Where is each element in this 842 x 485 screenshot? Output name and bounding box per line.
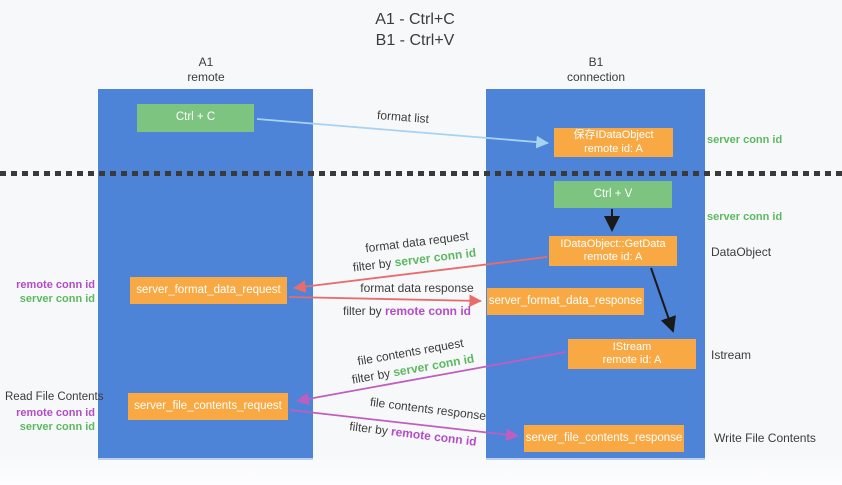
save-dataobject-line1: 保存IDataObject [573,129,654,141]
server-conn-id-mid-label: server conn id [707,211,783,223]
filter-by-prefix: filter by [350,365,395,387]
istream-box: IStream remote id: A [568,339,696,369]
format-response-arrow [288,294,482,308]
filter-by-prefix: filter by [352,255,396,275]
filter-by-prefix: filter by [348,419,393,439]
format-response-label: server_format_data_response [488,294,643,307]
write-file-contents-label: Write File Contents [714,431,816,445]
column-b-header: B1 connection [541,55,651,85]
file-request-box: server_file_contents_request [128,393,288,420]
filter-by-prefix: filter by [342,304,385,318]
left-format-conn-ids: remote conn id server conn id [5,279,95,306]
left-format-server-conn-id: server conn id [19,292,95,305]
file-contents-response-label: file contents response [369,394,487,424]
format-data-response-label: format data response [360,281,474,295]
istream-line2: remote id: A [602,354,662,366]
filter-remote-conn-id: remote conn id [390,424,478,449]
format-request-box: server_format_data_request [130,277,287,304]
server-conn-id-top-label: server conn id [707,134,783,146]
left-format-remote-conn-id: remote conn id [16,279,95,291]
read-file-contents-label: Read File Contents [5,391,104,403]
column-b-name: B1 [588,55,604,69]
file-response-filter-label: filter by remote conn id [343,419,484,450]
left-file-remote-conn-id: remote conn id [16,407,95,419]
column-b-subtitle: connection [566,70,626,84]
title-line-1: A1 - Ctrl+C [375,11,455,28]
title-line-2: B1 - Ctrl+V [375,32,455,49]
getdata-box: IDataObject::GetData remote id: A [549,236,677,266]
istream-line1: IStream [612,340,652,353]
getdata-line2: remote id: A [583,251,643,263]
column-a-header: A1 remote [151,55,261,85]
format-response-filter-label: filter by remote conn id [337,304,477,318]
ctrl-c-box: Ctrl + C [137,104,254,132]
left-file-server-conn-id: server conn id [19,420,95,433]
getdata-line1: IDataObject::GetData [560,237,666,250]
filter-remote-conn-id: remote conn id [385,304,472,318]
file-response-box: server_file_contents_response [524,425,684,452]
save-dataobject-line2: remote id: A [584,142,643,155]
format-response-box: server_format_data_response [487,288,644,315]
dashed-separator [0,171,842,176]
column-a-subtitle: remote [187,70,225,84]
ctrl-v-box: Ctrl + V [554,181,672,208]
ctrl-c-label: Ctrl + C [175,111,216,124]
diagram-title: A1 - Ctrl+C B1 - Ctrl+V [310,9,520,51]
save-dataobject-box: 保存IDataObject remote id: A [554,128,673,157]
format-request-label: server_format_data_request [136,283,281,296]
file-response-label: server_file_contents_response [525,431,683,444]
dataobject-label: DataObject [711,245,772,259]
column-a-name: A1 [198,55,214,69]
format-list-label: format list [376,107,430,127]
ctrl-v-label: Ctrl + V [593,187,633,200]
istream-side-label: Istream [711,348,752,362]
file-request-label: server_file_contents_request [134,399,282,412]
left-file-conn-ids: remote conn id server conn id [5,407,95,434]
